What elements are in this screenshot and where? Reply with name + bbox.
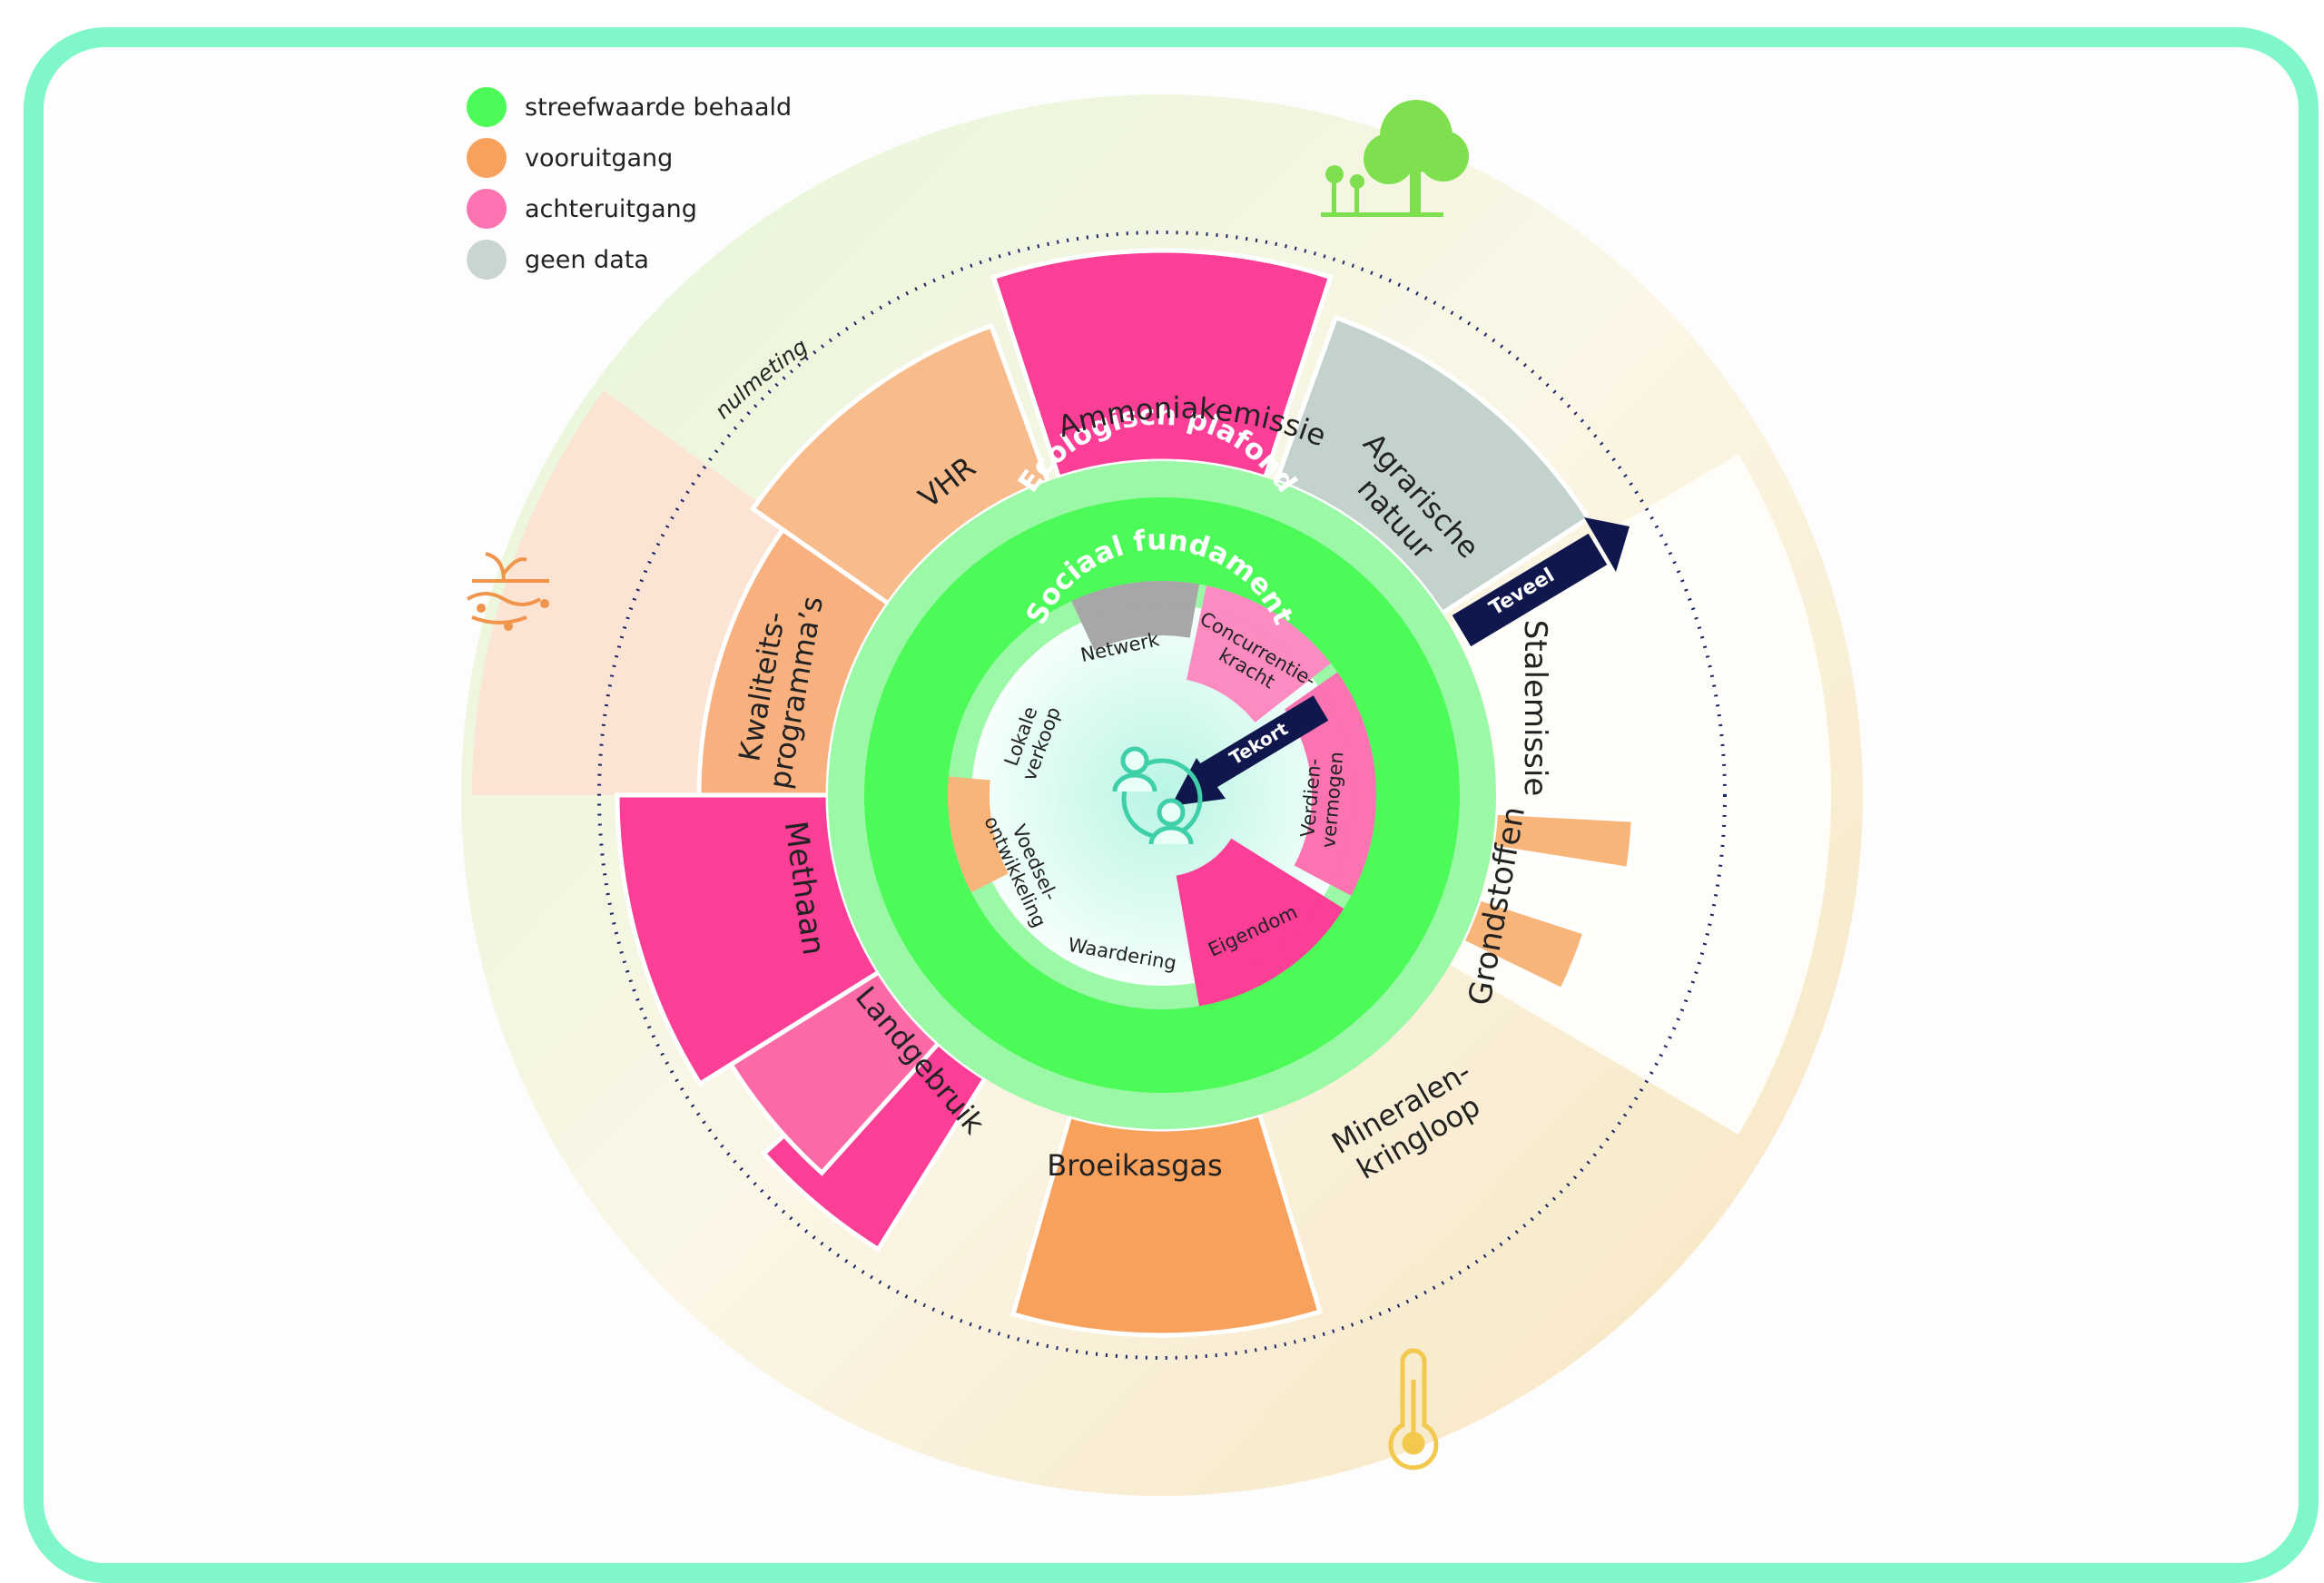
sector-background-east (1162, 454, 1832, 1135)
legend-swatch (467, 87, 507, 127)
legend-swatch (467, 138, 507, 178)
legend-label: vooruitgang (525, 143, 674, 172)
social-shortfall-voedsel-ontwikkeling (971, 778, 1009, 882)
soil-worm-icon (466, 552, 549, 631)
broeikasgas-label: Broeikasgas (1047, 1148, 1222, 1183)
baseline-circle (597, 231, 1727, 1360)
legend-swatch (467, 189, 507, 229)
stalemissie-label: Stalemissie (1517, 620, 1553, 796)
teveel-arrow: Teveel (1452, 517, 1630, 647)
eco-wedge-methaan (615, 792, 882, 1087)
thermometer-icon (1388, 1348, 1439, 1470)
verdienvermogen-label: Verdien- vermogen (1296, 751, 1347, 849)
social-shortfall-concurrentie-kracht (1187, 608, 1313, 723)
legend-label: achteruitgang (525, 194, 697, 223)
social-shortfall-eigendom (1176, 838, 1324, 983)
tree-icon (1321, 100, 1469, 217)
legend-item-geen-data: geen data (467, 240, 792, 280)
legend-swatch (467, 240, 507, 280)
legend: streefwaarde behaald vooruitgang achteru… (467, 87, 792, 280)
ecological-wedges (615, 248, 1636, 1338)
legend-item-achteruitgang: achteruitgang (467, 189, 792, 229)
people-icon (1112, 746, 1203, 845)
legend-label: streefwaarde behaald (525, 93, 793, 122)
legend-item-vooruitgang: vooruitgang (467, 138, 792, 178)
social-shortfall-netwerk (1081, 605, 1196, 651)
legend-label: geen data (525, 245, 649, 274)
legend-item-streefwaarde: streefwaarde behaald (467, 87, 792, 127)
social-wedge-voedsel-ontwikkeling (948, 776, 992, 893)
